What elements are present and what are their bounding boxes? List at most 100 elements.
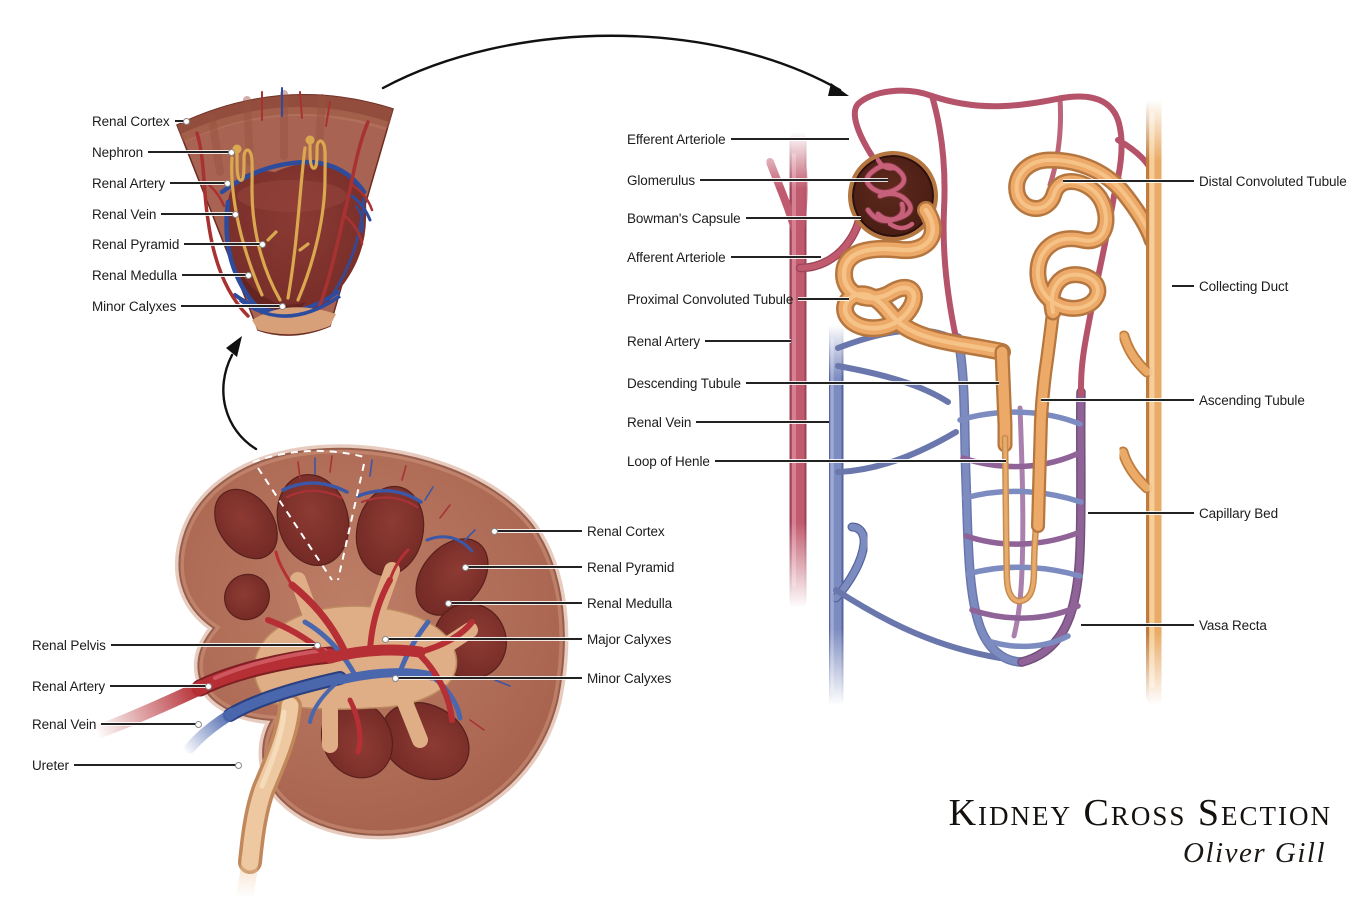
label-wedge-renal-pyramid: Renal Pyramid [92,235,266,253]
leader-line [705,340,791,342]
label-text: Efferent Arteriole [627,131,726,147]
label-kidney-renal-pelvis: Renal Pelvis [32,636,322,654]
leader-line [1041,399,1194,401]
leader-line [730,256,821,258]
label-text: Collecting Duct [1199,278,1289,294]
label-nephron-renal-artery: Renal Artery [627,332,791,350]
leader-line [462,564,582,571]
label-text: Glomerulus [627,172,696,188]
label-text: Bowman's Capsule [627,210,741,226]
label-text: Minor Calyxes [92,298,177,314]
label-wedge-renal-vein: Renal Vein [92,205,239,223]
label-proximal-convoluted-tubule: Proximal Convoluted Tubule [627,290,849,308]
leader-line [174,118,191,125]
label-text: Renal Cortex [92,113,170,129]
label-loop-of-henle: Loop of Henle [627,452,1006,470]
label-bowmans-capsule: Bowman's Capsule [627,209,861,227]
label-glomerulus: Glomerulus [627,171,888,189]
leader-line [745,217,861,219]
leader-line [184,241,266,248]
leader-line [700,179,888,181]
leader-line [170,180,231,187]
label-vasa-recta: Vasa Recta [1081,616,1267,634]
wedge-nephrons [230,139,327,302]
leader-line [110,683,212,690]
leader-line [714,460,1006,462]
leader-line [392,675,582,682]
label-text: Renal Vein [627,414,692,430]
label-wedge-renal-medulla: Renal Medulla [92,266,252,284]
leader-line [182,272,252,279]
leader-line [1088,512,1194,514]
label-text: Ascending Tubule [1199,392,1305,408]
label-afferent-arteriole: Afferent Arteriole [627,248,821,266]
leader-line [148,149,235,156]
leader-line [73,762,243,769]
label-text: Renal Pyramid [587,559,675,575]
loop-of-henle [1001,434,1040,605]
label-text: Renal Vein [92,206,157,222]
label-kidney-renal-cortex: Renal Cortex [491,522,665,540]
label-text: Renal Cortex [587,523,665,539]
label-text: Ureter [32,757,69,773]
leader-line [110,642,322,649]
label-text: Vasa Recta [1199,617,1267,633]
arcuate-vessels [281,455,516,731]
leader-line [1063,180,1194,182]
leader-line [161,211,239,218]
label-text: Distal Convoluted Tubule [1199,173,1347,189]
glomerulus-bowmans-capsule [848,151,938,241]
label-text: Renal Vein [32,716,97,732]
label-text: Capillary Bed [1199,505,1278,521]
nephron-renal-vein [828,322,869,708]
label-text: Loop of Henle [627,453,710,469]
label-text: Major Calyxes [587,631,672,647]
efferent-network [851,87,1153,397]
label-text: Renal Artery [92,175,166,191]
kidney-illustration [93,444,569,899]
label-text: Renal Artery [627,333,701,349]
label-text: Renal Medulla [587,595,672,611]
label-kidney-renal-artery: Renal Artery [32,677,212,695]
label-efferent-arteriole: Efferent Arteriole [627,130,849,148]
label-nephron-renal-vein: Renal Vein [627,413,829,431]
label-distal-convoluted-tubule: Distal Convoluted Tubule [1063,172,1347,190]
label-collecting-duct: Collecting Duct [1172,277,1288,295]
label-kidney-renal-pyramid: Renal Pyramid [462,558,675,576]
title-block: Kidney Cross Section Oliver Gill [948,792,1332,870]
leader-line [101,721,202,728]
artist-signature: Oliver Gill [1183,836,1326,869]
poster-title: Kidney Cross Section [948,792,1332,834]
zoom-arrow-kidney-to-wedge [222,336,258,451]
proximal-convoluted-tubule [834,201,1011,361]
label-text: Nephron [92,144,144,160]
label-wedge-renal-cortex: Renal Cortex [92,112,191,130]
label-kidney-renal-vein: Renal Vein [32,715,202,733]
dashed-wedge-outline [252,449,369,581]
vasa-recta [953,333,1086,667]
ureter-tube [236,694,302,899]
ascending-tubule [1031,305,1060,533]
leader-line [798,298,849,300]
label-descending-tubule: Descending Tubule [627,374,999,392]
label-text: Minor Calyxes [587,670,672,686]
zoom-arrow-wedge-to-nephron [381,34,849,96]
renal-vein-tube [184,671,347,754]
descending-tubule [994,344,1013,453]
leader-line [1081,624,1194,626]
label-text: Renal Pyramid [92,236,180,252]
label-wedge-renal-artery: Renal Artery [92,174,231,192]
distal-convoluted-tubule [1008,151,1161,321]
label-text: Renal Artery [32,678,106,694]
leader-line [181,303,286,310]
leader-line [445,600,582,607]
label-kidney-major-calyxes: Major Calyxes [382,630,672,648]
leader-line [1172,285,1194,287]
label-text: Descending Tubule [627,375,741,391]
label-text: Afferent Arteriole [627,249,726,265]
label-text: Proximal Convoluted Tubule [627,291,794,307]
leader-line [696,421,829,423]
